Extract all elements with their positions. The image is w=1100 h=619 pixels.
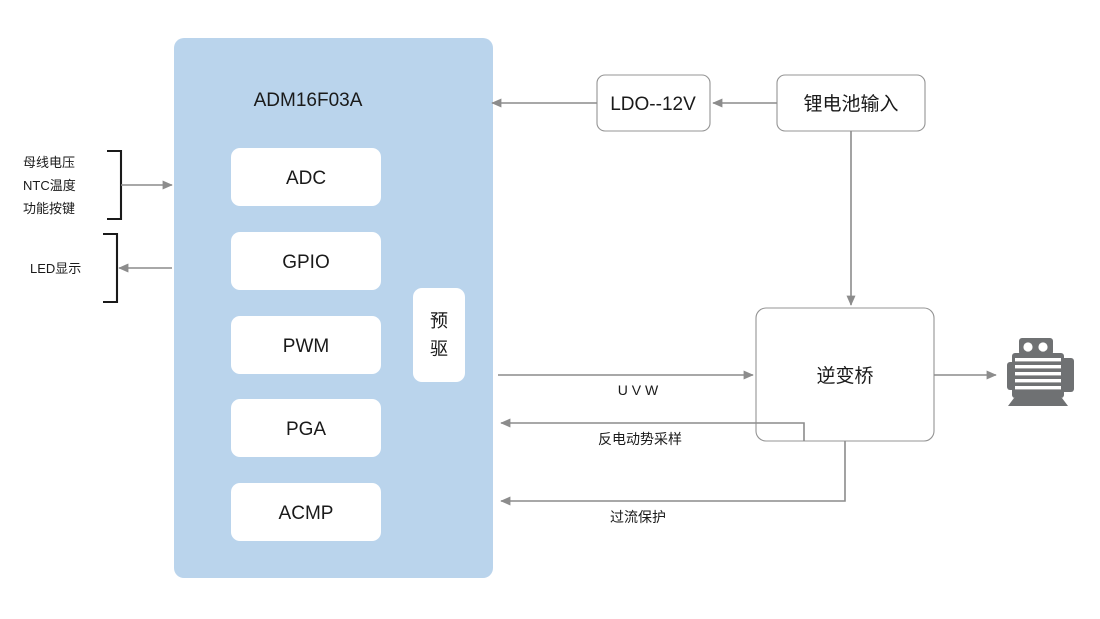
chip-module-pwm[interactable]: PWM [231,316,381,374]
connector-inverter-to-chip-ocp [500,441,846,506]
chip-module-predriver-box [413,288,465,382]
chip-module-acmp-label: ACMP [279,503,334,524]
connector-label-over-current: 过流保护 [610,509,666,525]
side-input-group-sensors: 母线电压 NTC温度 功能按键 [23,155,76,216]
chip-module-pwm-label: PWM [283,336,329,357]
chip-module-pga-box [231,399,381,457]
chip-title: ADM16F03A [254,90,363,111]
chip-module-adc[interactable]: ADC [231,148,381,206]
connector-inverter-to-chip-bemf [500,418,805,441]
chip-module-acmp[interactable]: ACMP [231,483,381,541]
side-label-ntc-temperature: NTC温度 [23,178,76,193]
chip-module-predriver-label-line2: 驱 [430,339,448,359]
chip-module-pwm-box [231,316,381,374]
chip-module-predriver[interactable]: 预 驱 [413,288,465,382]
side-input-bracket-sensors [107,149,123,221]
connector-label-uvw: U V W [618,382,659,398]
chip-module-acmp-box [231,483,381,541]
side-label-led-display: LED显示 [30,261,81,276]
chip-module-gpio-box [231,232,381,290]
external-block-battery-label: 锂电池输入 [803,93,898,115]
chip-module-predriver-label-line1: 预 [430,311,448,331]
external-block-inverter-label: 逆变桥 [816,365,873,387]
side-output-bracket-led [103,232,119,304]
motor-icon [1007,338,1074,406]
external-block-inverter[interactable]: 逆变桥 [755,307,935,442]
chip-module-adc-box [231,148,381,206]
chip-module-adc-label: ADC [286,168,326,189]
chip-module-pga[interactable]: PGA [231,399,381,457]
external-block-battery[interactable]: 锂电池输入 [776,74,926,132]
side-label-function-key: 功能按键 [23,201,75,216]
chip-module-pga-label: PGA [286,419,326,440]
chip-module-gpio[interactable]: GPIO [231,232,381,290]
side-label-bus-voltage: 母线电压 [23,155,75,170]
connector-label-back-emf: 反电动势采样 [598,431,682,447]
chip-module-gpio-label: GPIO [282,252,330,273]
external-block-ldo[interactable]: LDO--12V [596,74,711,132]
external-block-ldo-label: LDO--12V [610,94,696,115]
